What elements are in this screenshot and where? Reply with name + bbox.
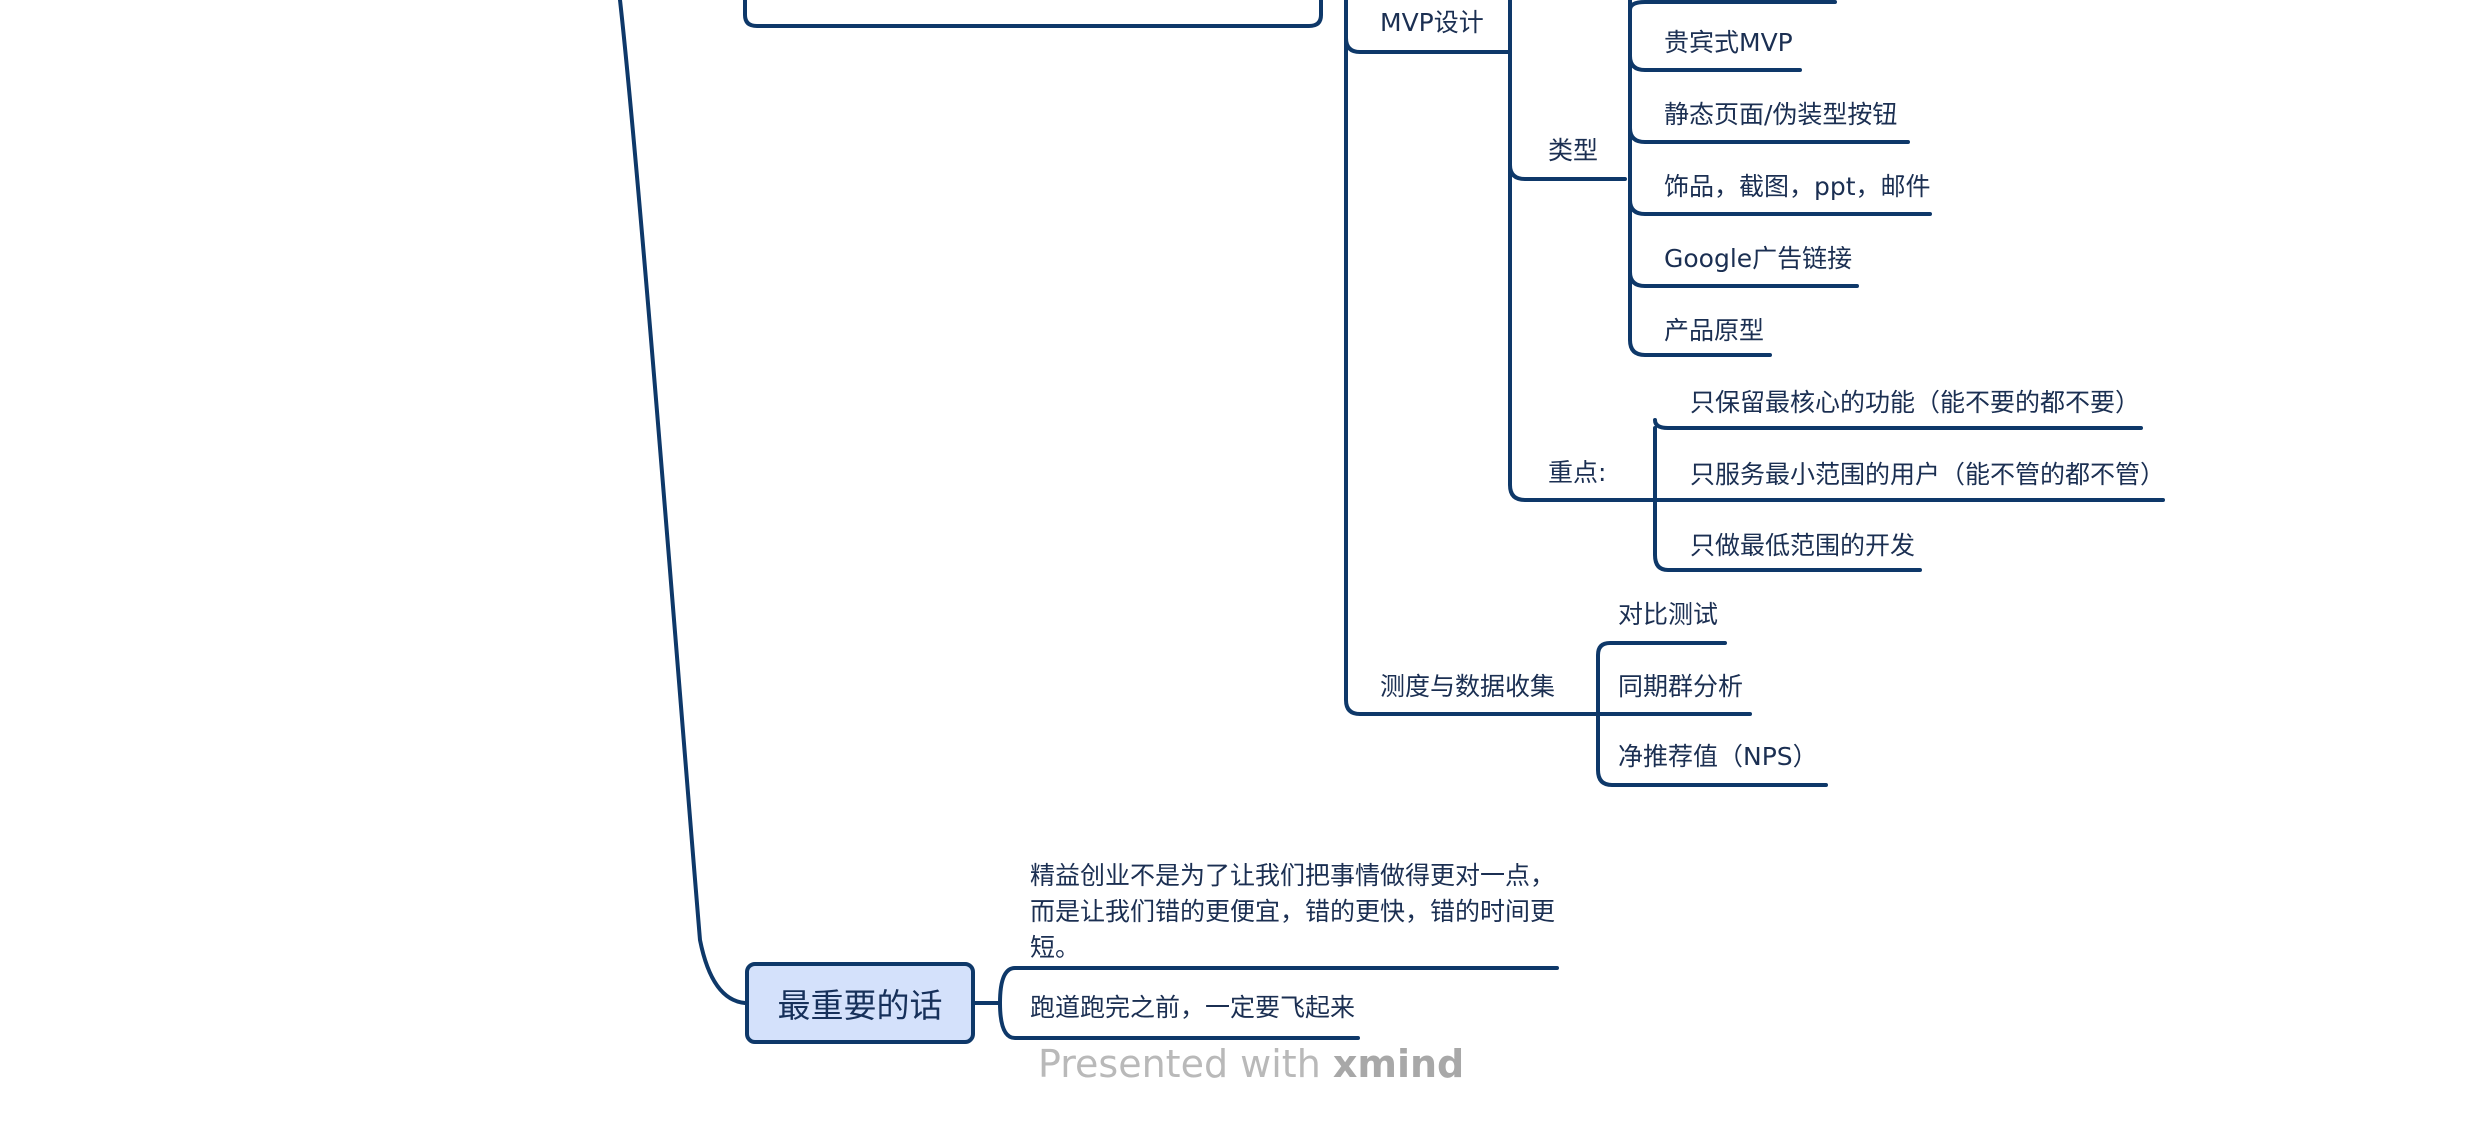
list-item: 只保留最核心的功能（能不要的都不要） — [1690, 388, 2141, 417]
watermark-brand: xmind — [1332, 1042, 1465, 1086]
topic-most-important[interactable]: 最重要的话 — [745, 962, 975, 1044]
list-item: Google广告链接 — [1664, 244, 1853, 273]
branch-measure: 测度与数据收集 — [1380, 672, 1556, 701]
branch-mvp-design: MVP设计 — [1380, 8, 1484, 37]
watermark: Presented with xmind — [1038, 1042, 1464, 1086]
watermark-prefix: Presented with — [1038, 1042, 1321, 1086]
list-item: 静态页面/伪装型按钮 — [1664, 100, 1898, 129]
list-item: 产品原型 — [1664, 316, 1765, 345]
list-item: 同期群分析 — [1618, 672, 1744, 701]
list-item: 只服务最小范围的用户（能不管的都不管） — [1690, 460, 2166, 489]
list-item: 贵宾式MVP — [1664, 28, 1793, 57]
list-item: 只做最低范围的开发 — [1690, 531, 1916, 560]
branch-types: 类型 — [1548, 136, 1599, 165]
list-item: 净推荐值（NPS） — [1618, 742, 1818, 771]
quote-text: 精益创业不是为了让我们把事情做得更对一点，而是让我们错的更便宜，错的更快，错的时… — [1030, 861, 1556, 962]
quote-text: 跑道跑完之前，一定要飞起来 — [1030, 993, 1356, 1022]
list-item: 饰品，截图，ppt，邮件 — [1664, 172, 1931, 201]
branch-focus: 重点: — [1548, 458, 1607, 487]
list-item: 对比测试 — [1618, 600, 1719, 629]
topic-label: 最重要的话 — [777, 986, 943, 1025]
